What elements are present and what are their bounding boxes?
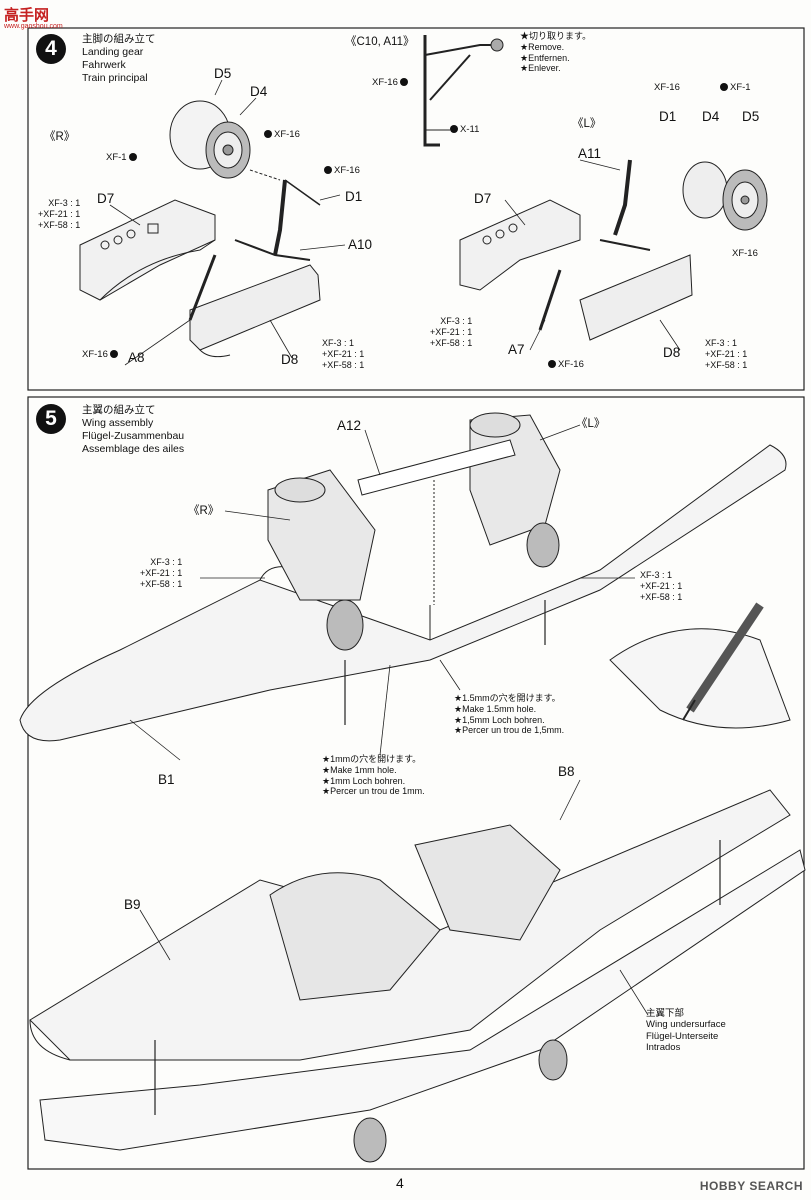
step5-number: 5: [36, 404, 66, 434]
paint-xf1-l: XF-1: [718, 82, 751, 94]
paint-xf16-d1-l: XF-16: [654, 82, 680, 93]
step4-side-l: 《L》: [572, 118, 602, 130]
part-b9: B9: [124, 897, 141, 912]
step4-sprue-label: 《C10, A11》: [345, 36, 415, 48]
paint-dot-icon: [128, 153, 137, 162]
part-a10: A10: [348, 237, 373, 252]
part-a11: A11: [578, 146, 602, 161]
part-b8: B8: [558, 764, 575, 779]
paint-mix-wing-right: XF-3 : 1 +XF-21 : 1 +XF-58 : 1: [640, 570, 683, 602]
leader-lines: [109, 79, 681, 1016]
paint-xf16-strut-r: XF-16: [322, 165, 360, 177]
paint-dot-icon: [548, 360, 556, 369]
part-a12: A12: [337, 418, 362, 433]
step5-title: 主翼の組み立て Wing assembly Flügel-Zusammenbau…: [82, 404, 184, 457]
paint-dot-icon: [720, 83, 728, 92]
paint-dot-icon: [264, 130, 272, 139]
part-d1-r: D1: [345, 189, 363, 204]
step4-right-wheel: [169, 100, 251, 179]
note-hole-1-5mm: ★1.5mmの穴を開けます。 ★Make 1.5mm hole. ★1,5mm …: [454, 693, 565, 736]
step4-side-r: 《R》: [44, 131, 76, 143]
step4-right-strut: [188, 169, 321, 321]
part-d5-r: D5: [214, 66, 232, 81]
note-wing-undersurface: 主翼下部 Wing undersurface Flügel-Unterseite…: [646, 1008, 726, 1054]
step5-title-fr: Assemblage des ailes: [82, 443, 185, 456]
part-d8-r: D8: [281, 352, 299, 367]
site-logo: 高手网 www.gaoshou.com: [4, 4, 63, 30]
paint-mix-wing-left: XF-3 : 1 +XF-21 : 1 +XF-58 : 1: [140, 557, 183, 589]
step4-sprue: [423, 35, 504, 147]
step4-left-wheel: [682, 161, 768, 231]
paint-xf16-sprue: XF-16: [372, 77, 410, 89]
step4-frame: [27, 27, 805, 391]
paint-xf16-wheel-r: XF-16: [262, 129, 300, 141]
part-b1: B1: [158, 772, 175, 787]
step4-title-en: Landing gear: [82, 46, 144, 59]
step5-wing-bottom: [29, 789, 806, 1163]
step5-title-de: Flügel-Zusammenbau: [82, 430, 185, 443]
paint-mix-bay-l: XF-3 : 1 +XF-21 : 1 +XF-58 : 1: [430, 316, 473, 348]
paint-xf16-a7: XF-16: [546, 359, 584, 371]
step5-frame: [27, 396, 805, 1170]
paint-dot-icon: [324, 166, 332, 175]
paint-mix-d8-r: XF-3 : 1 +XF-21 : 1 +XF-58 : 1: [322, 338, 365, 370]
page-number: 4: [396, 1175, 404, 1191]
paint-mix-d8-l: XF-3 : 1 +XF-21 : 1 +XF-58 : 1: [705, 338, 748, 370]
part-d5-l: D5: [742, 109, 760, 124]
part-d4-r: D4: [250, 84, 268, 99]
part-a8: A8: [128, 350, 145, 365]
step4-title-de: Fahrwerk: [82, 59, 126, 72]
paint-dot-icon: [450, 125, 458, 134]
step4-title: 主脚の組み立て Landing gear Fahrwerk Train prin…: [82, 33, 156, 86]
step5-title-en: Wing assembly: [82, 417, 154, 430]
site-logo-name: 高手网: [4, 7, 50, 24]
paint-dot-icon: [109, 350, 118, 359]
step5-wing-top: [19, 412, 787, 742]
paint-xf16-a8: XF-16: [82, 349, 120, 361]
paint-mix-bay-r: XF-3 : 1 +XF-21 : 1 +XF-58 : 1: [38, 198, 81, 230]
note-hole-1mm: ★1mmの穴を開けます。 ★Make 1mm hole. ★1mm Loch b…: [322, 754, 425, 797]
step4-left-gear-bay: [459, 159, 693, 341]
part-d7-r: D7: [97, 191, 115, 206]
step4-remove-note: ★切り取ります。 ★Remove. ★Entfernen. ★Enlever.: [520, 31, 592, 74]
step5-title-jp: 主翼の組み立て: [82, 404, 156, 416]
step5-drill-inset: [609, 602, 791, 729]
part-a7: A7: [508, 342, 525, 357]
step4-title-jp: 主脚の組み立て: [82, 33, 156, 45]
step4-right-gear-bay: [79, 199, 321, 358]
step5-side-l: 《L》: [576, 418, 606, 430]
step4-number: 4: [36, 34, 66, 64]
part-d4-l: D4: [702, 109, 720, 124]
paint-xf1-r: XF-1: [106, 152, 139, 164]
step5-side-r: 《R》: [188, 505, 220, 517]
part-d7-l: D7: [474, 191, 492, 206]
part-d1-l: D1: [659, 109, 677, 124]
watermark: HOBBY SEARCH: [699, 1179, 803, 1193]
paint-x11: X-11: [448, 124, 479, 136]
site-logo-url: www.gaoshou.com: [4, 23, 63, 30]
part-d8-l: D8: [663, 345, 681, 360]
step4-title-fr: Train principal: [82, 72, 148, 85]
paint-xf16-wheel-l: XF-16: [732, 248, 758, 259]
paint-dot-icon: [399, 78, 408, 87]
